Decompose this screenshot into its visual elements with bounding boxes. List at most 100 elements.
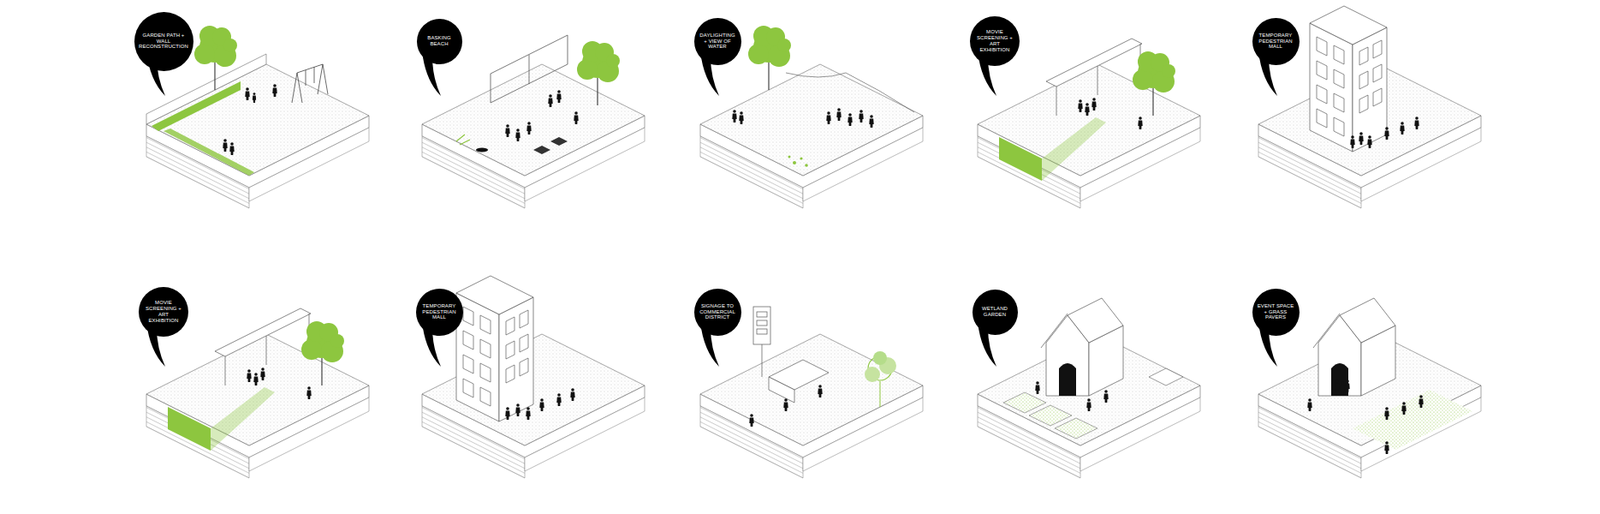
garden-strip xyxy=(163,128,255,176)
person xyxy=(817,384,822,398)
person xyxy=(1414,116,1419,130)
person xyxy=(556,89,561,103)
swing xyxy=(291,64,328,103)
person xyxy=(1384,126,1389,140)
person xyxy=(1137,116,1143,130)
screen xyxy=(999,136,1042,181)
person xyxy=(526,121,531,135)
person xyxy=(253,372,258,386)
water-edge xyxy=(785,72,915,113)
callout-bubble: SIGNAGE TO COMMERCIAL DISTRICT xyxy=(694,288,742,336)
vignette-movie-screening xyxy=(977,38,1201,209)
person xyxy=(1384,406,1389,420)
person xyxy=(570,387,575,401)
person xyxy=(515,403,520,417)
person xyxy=(252,92,256,103)
hedge xyxy=(151,81,241,131)
tree xyxy=(748,25,792,90)
canopy xyxy=(214,308,311,386)
tree xyxy=(194,25,238,90)
callout-bubble: MOVIE SCREENING + ART EXHIBITION xyxy=(138,286,189,337)
person xyxy=(1103,389,1108,403)
platform xyxy=(700,333,923,478)
plants xyxy=(456,134,470,145)
person xyxy=(1339,380,1345,394)
callout-bubble: TEMPORARY PEDESTRIAN MALL xyxy=(416,288,464,336)
person xyxy=(222,138,227,152)
callout-bubble: MOVIE SCREENING + ART EXHIBITION xyxy=(969,16,1020,66)
platform xyxy=(422,64,645,209)
person xyxy=(539,398,544,411)
callout-text: SIGNAGE TO COMMERCIAL DISTRICT xyxy=(698,303,737,322)
person xyxy=(1418,394,1423,408)
callout-text: TEMPORARY PEDESTRIAN MALL xyxy=(1256,32,1295,51)
person xyxy=(749,413,754,427)
grass-pavers xyxy=(1352,389,1473,450)
person xyxy=(847,113,852,126)
person xyxy=(783,398,788,411)
person xyxy=(1344,379,1350,393)
callout-bubble: WETLAND GARDEN xyxy=(972,289,1018,335)
person xyxy=(1399,121,1404,135)
tree xyxy=(1132,51,1176,116)
callout-text: DAYLIGHTING + VIEW OF WATER xyxy=(698,32,737,51)
person xyxy=(1084,102,1089,116)
tree xyxy=(864,350,897,407)
person xyxy=(1307,398,1312,411)
kiosk xyxy=(768,359,829,403)
person xyxy=(246,368,251,382)
glass-frame xyxy=(490,35,568,103)
callout-bubble: TEMPORARY PEDESTRIAN MALL xyxy=(1252,17,1300,66)
person xyxy=(1034,380,1040,394)
callout-text: BASKING BEACH xyxy=(420,35,458,48)
person xyxy=(573,111,578,125)
person xyxy=(731,109,737,123)
callout-bubble: GARDEN PATH + WALL RECONSTRUCTION xyxy=(134,11,194,72)
person xyxy=(272,83,277,97)
person xyxy=(1401,401,1406,415)
canopy xyxy=(1046,38,1143,116)
platform xyxy=(700,64,923,209)
person xyxy=(505,124,510,137)
callout-bubble: BASKING BEACH xyxy=(416,18,463,65)
sign xyxy=(753,306,771,377)
building xyxy=(1309,5,1387,152)
callout-text: WETLAND GARDEN xyxy=(975,305,1014,318)
person xyxy=(836,107,841,121)
person xyxy=(244,87,250,101)
person xyxy=(1350,135,1355,149)
screen xyxy=(167,406,211,451)
checkerboard xyxy=(533,136,568,155)
callout-bubble: EVENT SPACE + GRASS PAVERS xyxy=(1252,288,1300,336)
building xyxy=(456,275,534,422)
callout-text: EVENT SPACE + GRASS PAVERS xyxy=(1256,303,1295,322)
callout-text: MOVIE SCREENING + ART EXHIBITION xyxy=(144,299,183,324)
person xyxy=(858,109,863,123)
person xyxy=(1334,379,1339,393)
house xyxy=(1040,297,1124,396)
sunbather xyxy=(475,148,488,153)
person xyxy=(1077,99,1083,113)
person xyxy=(738,111,744,125)
tree xyxy=(301,321,345,386)
person xyxy=(1086,398,1091,411)
person xyxy=(868,114,874,128)
platform xyxy=(146,64,369,209)
callout-text: MOVIE SCREENING + ART EXHIBITION xyxy=(975,29,1014,54)
vignette-movie-screening xyxy=(146,308,369,478)
person xyxy=(260,367,265,381)
person xyxy=(1091,97,1096,111)
house xyxy=(1313,297,1396,396)
person xyxy=(547,94,553,108)
projection xyxy=(210,386,275,451)
person xyxy=(229,142,234,155)
plants xyxy=(788,155,809,167)
person xyxy=(515,128,520,142)
person xyxy=(1358,131,1363,145)
person xyxy=(1367,135,1372,149)
projection xyxy=(1041,117,1107,181)
vignette-basking-beach xyxy=(422,35,645,209)
person xyxy=(1384,440,1389,454)
